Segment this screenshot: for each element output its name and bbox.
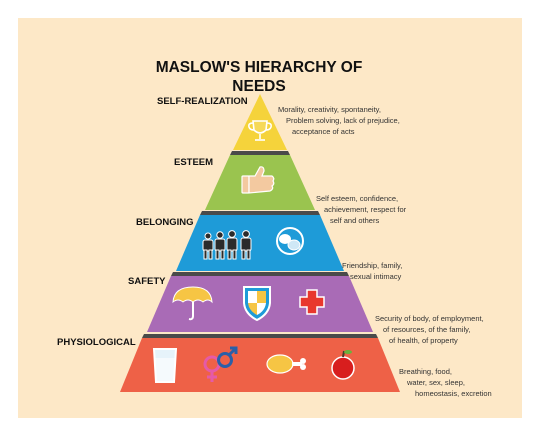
medical-cross-icon: [299, 289, 325, 315]
description-physiological: Breathing, food, water, sex, sleep, home…: [399, 367, 492, 398]
description-belonging: Friendship, family, sexual intimacy: [342, 261, 403, 281]
trophy-icon: [248, 120, 272, 141]
description-esteem: Self esteem, confidence, achievement, re…: [316, 194, 407, 225]
description-safety: Security of body, of employment, of reso…: [375, 314, 484, 345]
apple-icon: [331, 350, 355, 380]
level-label-safety: SAFETY: [128, 276, 166, 287]
level-label-physiological: PHYSIOLOGICAL: [57, 337, 136, 348]
chicken-leg-icon: [266, 354, 306, 374]
gender-symbols-icon: [203, 346, 238, 382]
umbrella-icon: [172, 286, 213, 321]
level-label-self-realization: SELF-REALIZATION: [157, 96, 248, 107]
thumbs-up-icon: [241, 166, 275, 194]
chat-bubbles-icon: [276, 227, 304, 255]
water-glass-icon: [152, 348, 178, 383]
shield-icon: [243, 286, 271, 322]
family-icon: [202, 230, 252, 260]
diagram-title: MASLOW'S HIERARCHY OF NEEDS: [155, 59, 363, 95]
tier-physiological: [120, 334, 400, 392]
description-self-realization: Morality, creativity, spontaneity, Probl…: [278, 105, 400, 136]
tier-self-realization: [233, 94, 287, 150]
level-label-belonging: BELONGING: [136, 217, 194, 228]
level-label-esteem: ESTEEM: [174, 157, 214, 168]
